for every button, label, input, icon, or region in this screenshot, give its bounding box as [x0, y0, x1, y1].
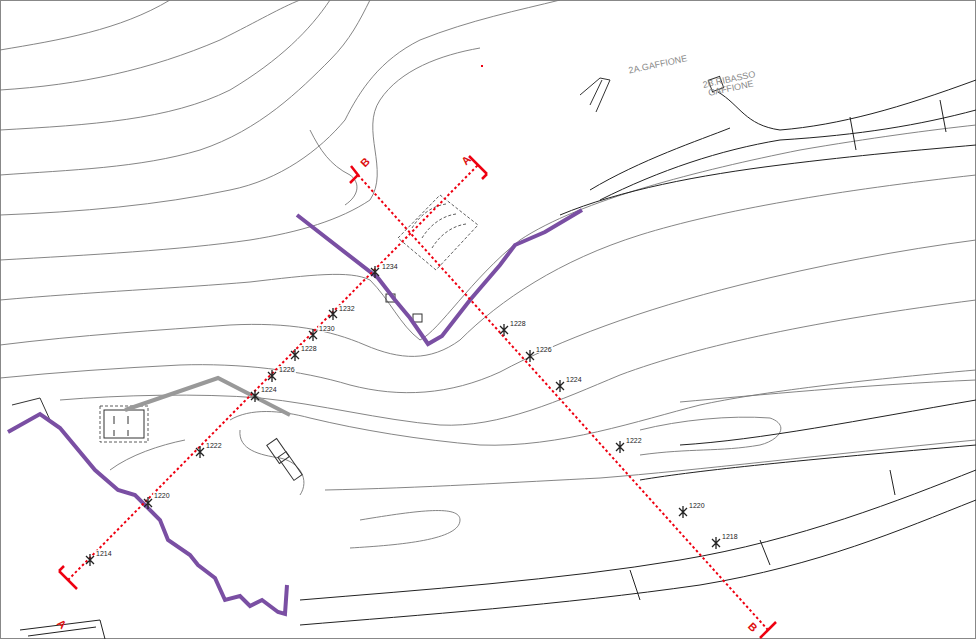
elevation-label: 1232 [338, 305, 356, 312]
elevation-label: 1226 [278, 366, 296, 373]
elevation-label: 1234 [381, 263, 399, 270]
elevation-label: 1226 [535, 346, 553, 353]
elevation-label: 1218 [721, 533, 739, 540]
section-letter: A [54, 617, 69, 632]
elevation-label: 1230 [318, 325, 336, 332]
elevation-label: 1224 [565, 376, 583, 383]
elevation-label: 1222 [625, 437, 643, 444]
elevation-label: 1214 [95, 550, 113, 557]
elevation-label: 1224 [260, 386, 278, 393]
elevation-label: 1228 [509, 320, 527, 327]
elevation-label: 1228 [300, 345, 318, 352]
elevation-label: 1222 [205, 442, 223, 449]
place-name: 2B.RIBASSO GAFFIONE [688, 67, 772, 102]
place-name: 2A.GAFFIONE [612, 51, 704, 79]
section-letter: B [358, 155, 373, 170]
section-letter: A [459, 153, 474, 168]
elevation-label: 1220 [153, 492, 171, 499]
section-letter: B [745, 620, 760, 635]
elevation-label: 1220 [688, 502, 706, 509]
